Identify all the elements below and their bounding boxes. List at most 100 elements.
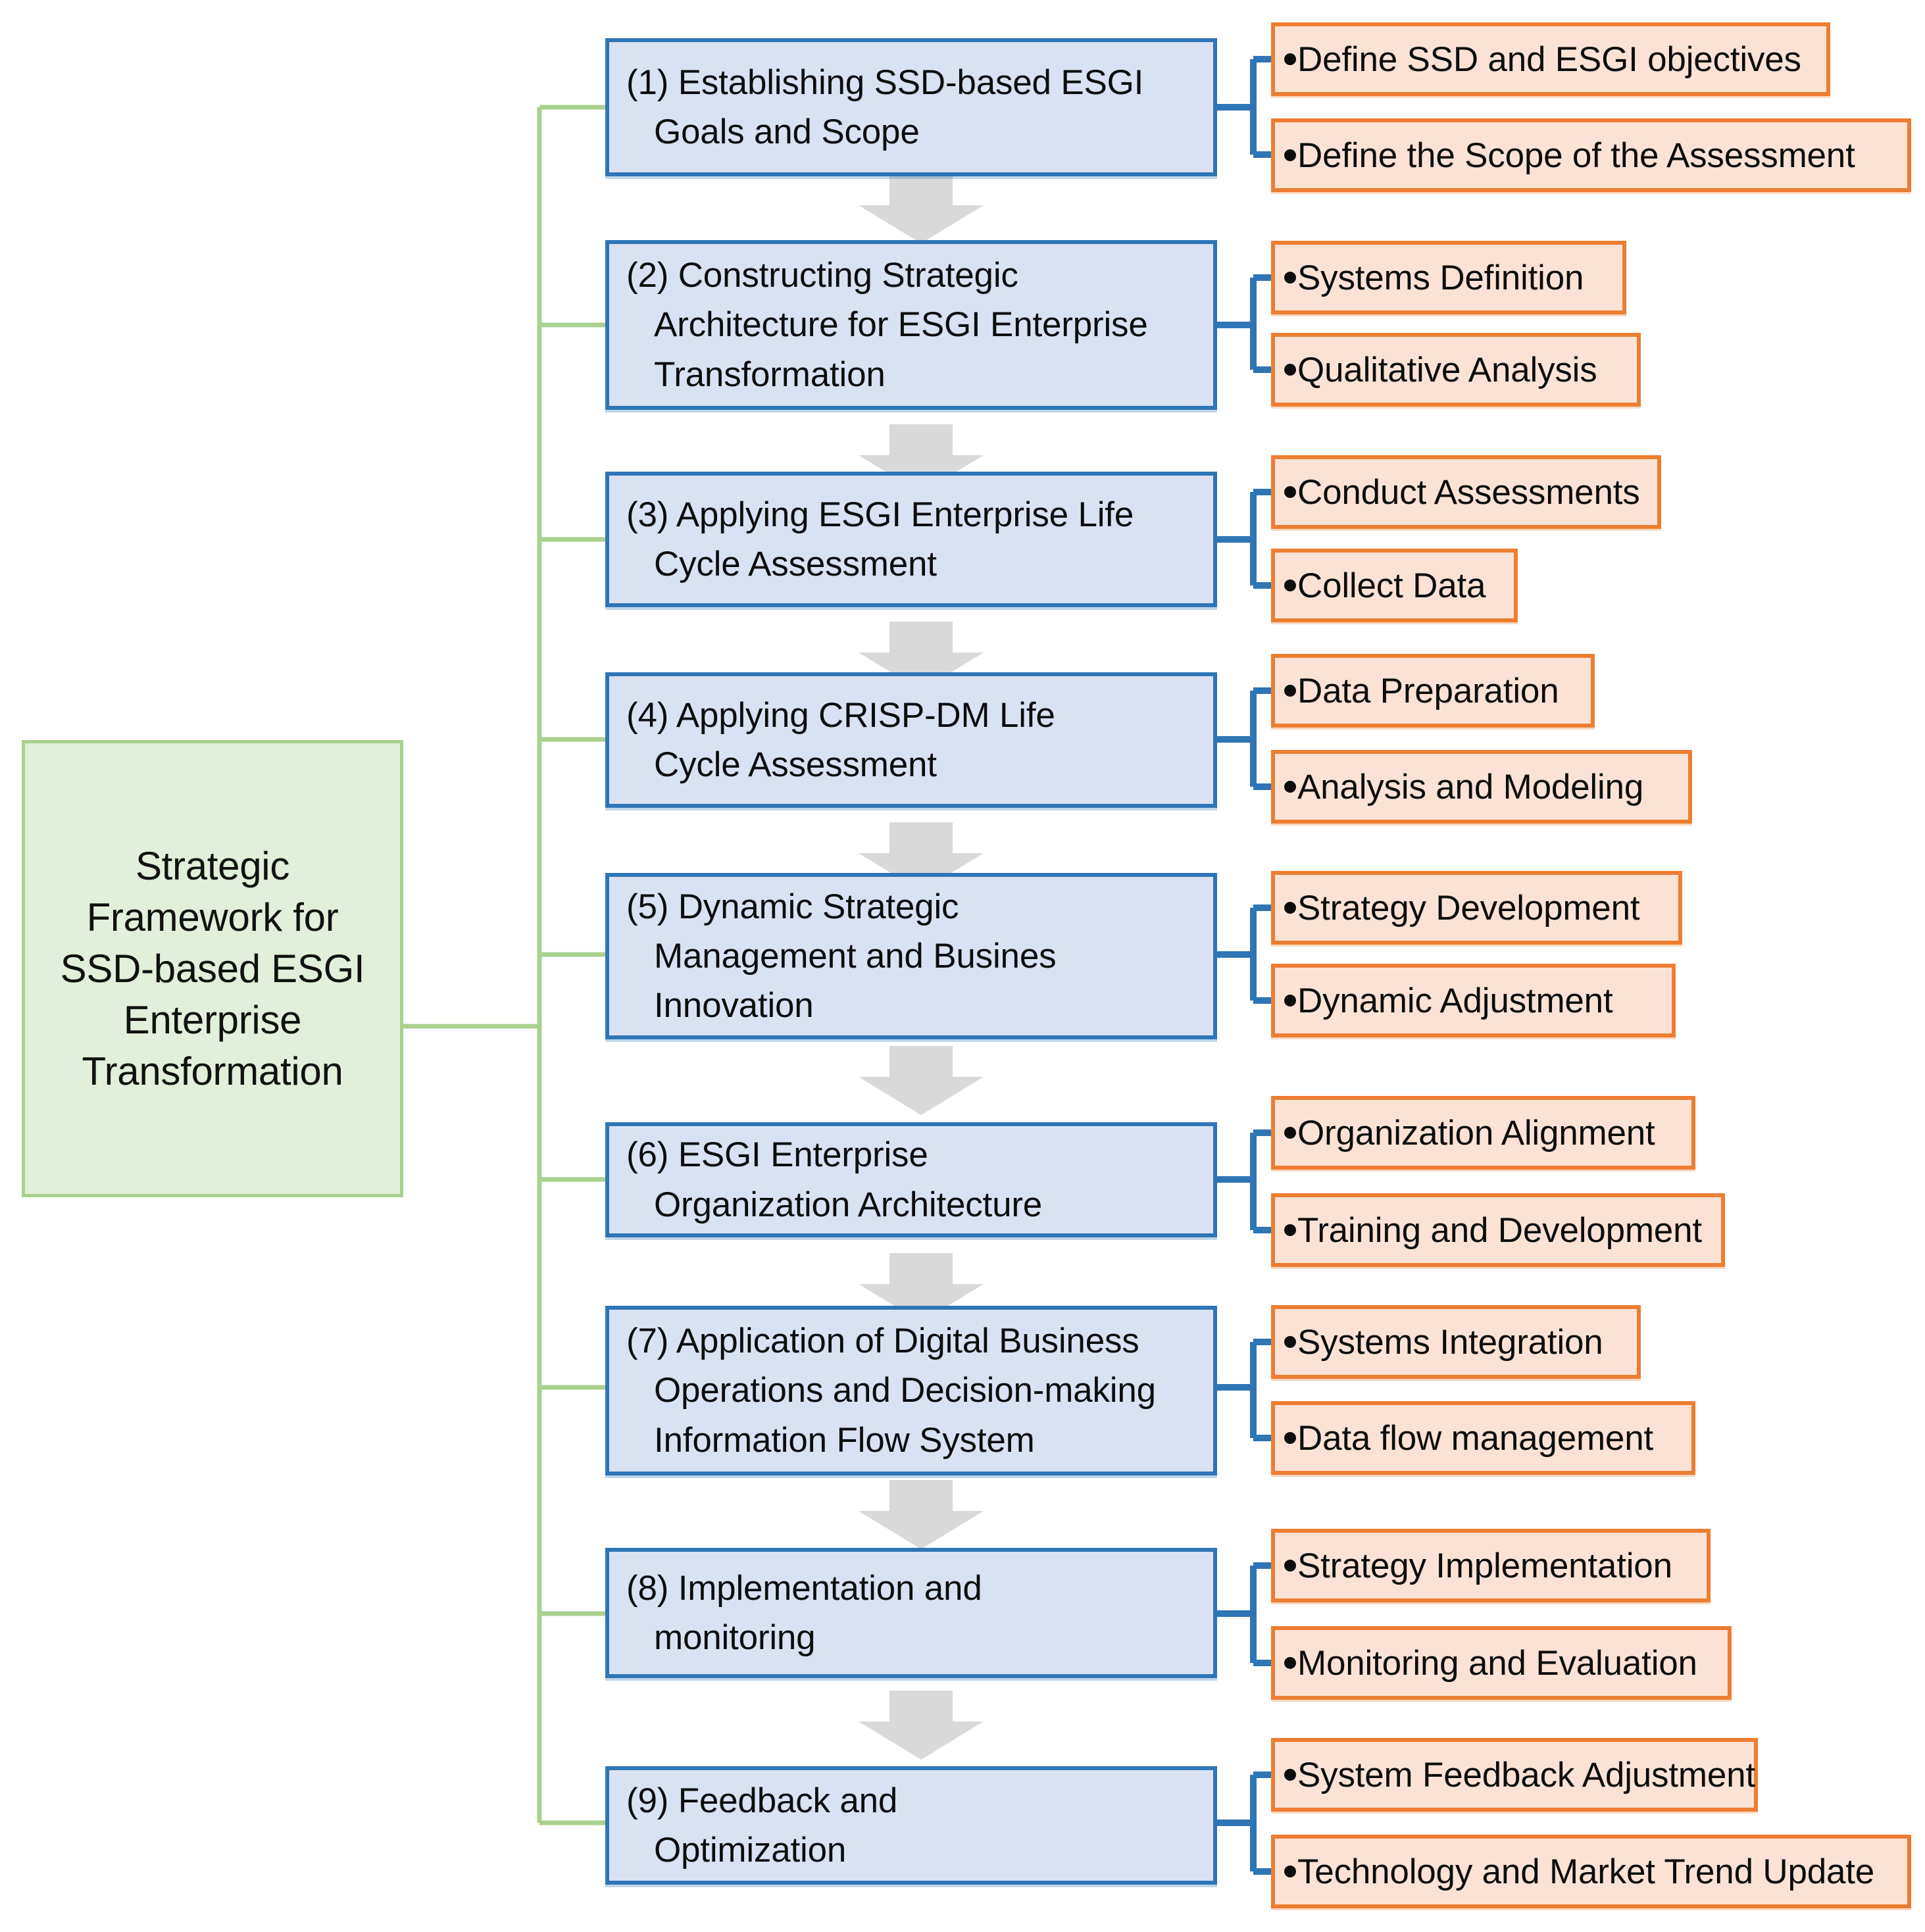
root-line-5: Transformation bbox=[82, 1049, 343, 1093]
sub-6-1-label: Organization Alignment bbox=[1297, 1113, 1655, 1152]
sub-box-6-1[interactable]: Organization Alignment bbox=[1271, 1096, 1695, 1170]
down-arrow-5-6 bbox=[859, 1046, 984, 1115]
step-5-line-3: Innovation bbox=[654, 986, 814, 1026]
bullet-icon bbox=[1284, 1224, 1296, 1236]
step-6-label: (6) ESGI Enterprise Organization Archite… bbox=[626, 1130, 1042, 1229]
sub-8-1-label: Strategy Implementation bbox=[1297, 1546, 1672, 1585]
step-box-3[interactable]: (3) Applying ESGI Enterprise Life Cycle … bbox=[605, 472, 1217, 607]
sub-5-1-label: Strategy Development bbox=[1297, 888, 1640, 928]
sub-6-2-label: Training and Development bbox=[1297, 1210, 1702, 1250]
sub-1-1-label: Define SSD and ESGI objectives bbox=[1297, 39, 1801, 79]
step-box-6[interactable]: (6) ESGI Enterprise Organization Archite… bbox=[605, 1122, 1217, 1237]
step-2-line-2: Architecture for ESGI Enterprise bbox=[654, 305, 1148, 345]
bullet-icon bbox=[1284, 685, 1296, 697]
step-3-line-2: Cycle Assessment bbox=[654, 545, 937, 583]
step-4-line-1: (4) Applying CRISP-DM Life bbox=[626, 695, 1055, 735]
root-line-4: Enterprise bbox=[123, 997, 302, 1042]
step-6-line-1: (6) ESGI Enterprise bbox=[626, 1135, 928, 1175]
sub-box-4-2[interactable]: Analysis and Modeling bbox=[1271, 750, 1692, 824]
bullet-icon bbox=[1284, 902, 1296, 914]
down-arrow-8-9 bbox=[859, 1691, 984, 1760]
step-box-5[interactable]: (5) Dynamic Strategic Management and Bus… bbox=[605, 873, 1217, 1039]
bullet-icon bbox=[1284, 1769, 1296, 1781]
sub-box-3-1[interactable]: Conduct Assessments bbox=[1271, 455, 1661, 529]
sub-4-2-label: Analysis and Modeling bbox=[1297, 767, 1644, 806]
bullet-icon bbox=[1284, 1336, 1296, 1348]
step-1-line-2: Goals and Scope bbox=[654, 112, 920, 151]
step-1-line-1: (1) Establishing SSD-based ESGI bbox=[626, 62, 1144, 102]
sub-5-2-label: Dynamic Adjustment bbox=[1297, 981, 1613, 1020]
sub-3-2-label: Collect Data bbox=[1297, 566, 1486, 605]
step-9-label: (9) Feedback and Optimization bbox=[626, 1776, 897, 1875]
sub-4-1-label: Data Preparation bbox=[1297, 671, 1559, 710]
root-line-1: Strategic bbox=[135, 843, 290, 888]
step-3-line-1: (3) Applying ESGI Enterprise Life bbox=[626, 495, 1134, 534]
bullet-icon bbox=[1284, 1127, 1296, 1139]
step-box-1[interactable]: (1) Establishing SSD-based ESGI Goals an… bbox=[605, 38, 1217, 176]
sub-2-2-label: Qualitative Analysis bbox=[1297, 350, 1597, 389]
step-box-2[interactable]: (2) Constructing Strategic Architecture … bbox=[605, 240, 1217, 410]
step-7-line-1: (7) Application of Digital Business bbox=[626, 1322, 1139, 1361]
step-6-line-2: Organization Architecture bbox=[654, 1185, 1043, 1224]
sub-7-2-label: Data flow management bbox=[1297, 1418, 1654, 1458]
step-4-label: (4) Applying CRISP-DM Life Cycle Assessm… bbox=[626, 691, 1055, 790]
step-box-9[interactable]: (9) Feedback and Optimization bbox=[605, 1766, 1217, 1885]
step-8-line-2: monitoring bbox=[654, 1618, 816, 1657]
step-7-label: (7) Application of Digital Business Oper… bbox=[626, 1316, 1156, 1465]
down-arrow-1-2 bbox=[859, 174, 984, 243]
sub-7-1-label: Systems Integration bbox=[1297, 1322, 1603, 1362]
step-5-line-2: Management and Busines bbox=[654, 936, 1057, 976]
step-1-label: (1) Establishing SSD-based ESGI Goals an… bbox=[626, 58, 1143, 157]
sub-box-8-1[interactable]: Strategy Implementation bbox=[1271, 1529, 1711, 1602]
sub-box-5-2[interactable]: Dynamic Adjustment bbox=[1271, 964, 1676, 1037]
sub-box-1-1[interactable]: Define SSD and ESGI objectives bbox=[1271, 22, 1830, 96]
sub-1-2-label: Define the Scope of the Assessment bbox=[1297, 136, 1855, 175]
sub-9-1-label: System Feedback Adjustment bbox=[1297, 1755, 1755, 1795]
blue-connector-9 bbox=[1217, 1771, 1280, 1875]
sub-8-2-label: Monitoring and Evaluation bbox=[1297, 1643, 1697, 1683]
bullet-icon bbox=[1284, 53, 1296, 65]
root-line-2: Framework for bbox=[86, 895, 339, 939]
bullet-icon bbox=[1284, 149, 1296, 161]
root-line-3: SSD-based ESGI bbox=[60, 946, 365, 991]
step-box-4[interactable]: (4) Applying CRISP-DM Life Cycle Assessm… bbox=[605, 672, 1217, 808]
sub-box-1-2[interactable]: Define the Scope of the Assessment bbox=[1271, 118, 1911, 192]
step-2-line-3: Transformation bbox=[654, 355, 886, 394]
sub-box-2-2[interactable]: Qualitative Analysis bbox=[1271, 333, 1641, 407]
step-5-label: (5) Dynamic Strategic Management and Bus… bbox=[626, 882, 1057, 1031]
step-9-line-1: (9) Feedback and bbox=[626, 1781, 898, 1820]
sub-box-6-2[interactable]: Training and Development bbox=[1271, 1193, 1725, 1267]
sub-box-8-2[interactable]: Monitoring and Evaluation bbox=[1271, 1626, 1732, 1700]
step-7-line-2: Operations and Decision-making bbox=[654, 1371, 1156, 1410]
root-node[interactable]: Strategic Framework for SSD-based ESGI E… bbox=[22, 740, 403, 1197]
green-connector-tree bbox=[403, 105, 605, 1825]
sub-box-9-1[interactable]: System Feedback Adjustment bbox=[1271, 1738, 1758, 1812]
sub-box-3-2[interactable]: Collect Data bbox=[1271, 549, 1518, 622]
root-node-label: Strategic Framework for SSD-based ESGI E… bbox=[61, 841, 365, 1097]
step-5-line-1: (5) Dynamic Strategic bbox=[626, 887, 959, 926]
bullet-icon bbox=[1284, 781, 1296, 793]
bullet-icon bbox=[1284, 272, 1296, 284]
step-box-8[interactable]: (8) Implementation and monitoring bbox=[605, 1548, 1217, 1678]
sub-9-2-label: Technology and Market Trend Update bbox=[1297, 1852, 1875, 1891]
sub-box-4-1[interactable]: Data Preparation bbox=[1271, 654, 1595, 728]
sub-3-1-label: Conduct Assessments bbox=[1297, 472, 1640, 512]
bullet-icon bbox=[1284, 1657, 1296, 1669]
bullet-icon bbox=[1284, 995, 1296, 1006]
sub-box-5-1[interactable]: Strategy Development bbox=[1271, 871, 1682, 945]
step-2-label: (2) Constructing Strategic Architecture … bbox=[626, 251, 1148, 399]
sub-box-2-1[interactable]: Systems Definition bbox=[1271, 241, 1626, 314]
bullet-icon bbox=[1284, 1432, 1296, 1444]
sub-box-9-2[interactable]: Technology and Market Trend Update bbox=[1271, 1835, 1911, 1908]
sub-box-7-2[interactable]: Data flow management bbox=[1271, 1401, 1695, 1475]
down-arrow-7-8 bbox=[859, 1480, 984, 1549]
bullet-icon bbox=[1284, 364, 1296, 376]
step-3-label: (3) Applying ESGI Enterprise Life Cycle … bbox=[626, 490, 1134, 589]
step-box-7[interactable]: (7) Application of Digital Business Oper… bbox=[605, 1306, 1217, 1475]
sub-box-7-1[interactable]: Systems Integration bbox=[1271, 1305, 1641, 1379]
step-8-label: (8) Implementation and monitoring bbox=[626, 1564, 982, 1663]
step-4-line-2: Cycle Assessment bbox=[654, 745, 937, 784]
bullet-icon bbox=[1284, 580, 1296, 591]
bullet-icon bbox=[1284, 486, 1296, 498]
